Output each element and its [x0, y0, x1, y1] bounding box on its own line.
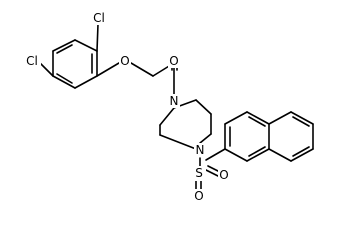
atom-o-carbonyl: O [168, 54, 180, 68]
atom-s: S [192, 166, 206, 181]
atom-label: O [120, 54, 129, 68]
atom-o-ether: O [119, 54, 131, 68]
atom-label: O [194, 189, 203, 203]
atom-label: S [195, 166, 203, 180]
bond [159, 107, 175, 126]
atom-o-sulfonyl-bottom: O [193, 189, 205, 203]
bond [159, 134, 197, 150]
bond [74, 39, 98, 52]
bond [248, 146, 266, 157]
bond [224, 111, 248, 125]
atom-o-sulfonyl-right: O [218, 168, 230, 182]
bond [56, 44, 73, 54]
atom-n-sulfonyl: N [194, 143, 206, 157]
bond [39, 62, 54, 77]
bond [56, 73, 73, 84]
bond [268, 111, 292, 125]
bond [130, 62, 154, 77]
bond [52, 39, 76, 52]
atom-cl-top: Cl [90, 11, 107, 25]
bond [205, 169, 219, 177]
atom-label: N [170, 94, 179, 108]
bond [290, 111, 314, 125]
bond [199, 133, 212, 144]
bond [96, 62, 120, 77]
bond [246, 148, 270, 162]
atom-label: O [169, 54, 178, 68]
structure-drawing: Cl Cl O O N N S O [24, 11, 314, 203]
atom-label: Cl [26, 54, 38, 68]
bond [52, 75, 76, 89]
atom-label: O [219, 168, 228, 182]
bond [74, 75, 98, 89]
atom-cl-left: Cl [24, 54, 41, 68]
bond [246, 111, 270, 125]
atom-labels: Cl Cl O O N N S O [24, 11, 230, 203]
atom-label: Cl [93, 11, 105, 25]
bond [290, 148, 314, 162]
bond [224, 148, 248, 162]
bond [268, 148, 292, 162]
bond [205, 148, 226, 161]
atom-label: N [196, 143, 205, 157]
bond [248, 116, 266, 127]
bond [96, 23, 99, 52]
bond [292, 116, 310, 127]
atom-n-amide: N [168, 94, 180, 108]
bond [292, 146, 310, 157]
bond [195, 99, 212, 115]
molecule-diagram: Cl Cl O O N N S O [24, 11, 314, 203]
